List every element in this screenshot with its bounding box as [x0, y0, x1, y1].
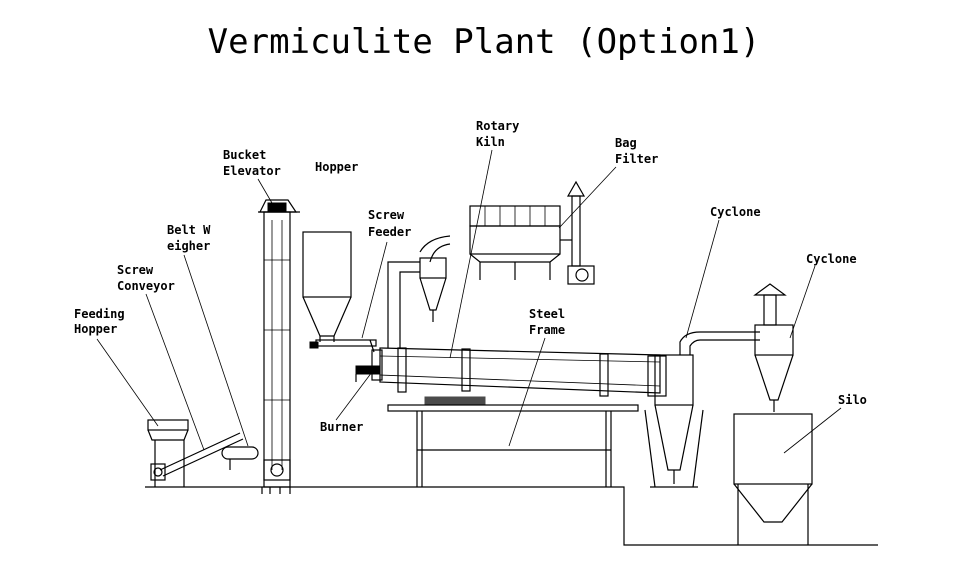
- leader-lines: [96, 149, 842, 454]
- label-burner: Burner: [320, 420, 363, 434]
- label-screw-conveyor: Screw Conveyor: [117, 263, 175, 293]
- screw-conveyor: [159, 432, 244, 477]
- svg-text:Conveyor: Conveyor: [117, 279, 175, 293]
- label-hopper: Hopper: [315, 160, 358, 174]
- bucket-elevator: [258, 199, 300, 494]
- label-belt-weigher: Belt W eigher: [167, 223, 211, 253]
- svg-text:Bag: Bag: [615, 136, 637, 150]
- svg-text:Screw: Screw: [117, 263, 154, 277]
- fan-chimney: [560, 180, 595, 285]
- svg-text:Kiln: Kiln: [476, 135, 505, 149]
- label-screw-feeder: Screw Feeder: [368, 208, 411, 239]
- svg-text:eigher: eigher: [167, 239, 210, 253]
- svg-text:Rotary: Rotary: [476, 119, 519, 133]
- bag-filter: [469, 205, 561, 280]
- cyclone-2: [753, 283, 794, 412]
- rotary-kiln: [371, 347, 667, 397]
- duct-to-filter: [387, 235, 451, 348]
- svg-text:Cyclone: Cyclone: [710, 205, 761, 219]
- svg-text:Hopper: Hopper: [74, 322, 117, 336]
- svg-text:Cyclone: Cyclone: [806, 252, 857, 266]
- hopper: [302, 231, 352, 342]
- cyclone-1: [644, 331, 704, 488]
- svg-text:Screw: Screw: [368, 208, 405, 222]
- svg-text:Steel: Steel: [529, 307, 565, 321]
- svg-text:Bucket: Bucket: [223, 148, 266, 162]
- burner: [355, 365, 381, 382]
- duct-to-cyclone-2: [700, 331, 760, 341]
- svg-text:Silo: Silo: [838, 393, 867, 407]
- steel-frame: [387, 396, 639, 487]
- small-cyclone: [419, 257, 447, 322]
- label-cyclone-2: Cyclone: [806, 252, 857, 266]
- belt-weigher: [221, 446, 259, 470]
- svg-text:Frame: Frame: [529, 323, 565, 337]
- label-steel-frame: Steel Frame: [529, 307, 565, 337]
- feeding-hopper: [147, 419, 189, 487]
- svg-text:Belt W: Belt W: [167, 223, 211, 237]
- svg-text:Feeding: Feeding: [74, 307, 125, 321]
- silo: [733, 413, 813, 545]
- label-rotary-kiln: Rotary Kiln: [476, 119, 519, 149]
- label-bag-filter: Bag Filter: [615, 136, 658, 166]
- svg-text:Feeder: Feeder: [368, 225, 411, 239]
- diagram-title: Vermiculite Plant (Option1): [207, 22, 761, 62]
- label-silo: Silo: [838, 393, 867, 407]
- label-feeding-hopper: Feeding Hopper: [74, 307, 125, 336]
- label-cyclone-1: Cyclone: [710, 205, 761, 219]
- ground-line: [145, 486, 878, 546]
- svg-text:Elevator: Elevator: [223, 164, 281, 178]
- label-bucket-elevator: Bucket Elevator: [223, 148, 281, 178]
- svg-text:Burner: Burner: [320, 420, 363, 434]
- svg-text:Filter: Filter: [615, 152, 658, 166]
- svg-text:Hopper: Hopper: [315, 160, 358, 174]
